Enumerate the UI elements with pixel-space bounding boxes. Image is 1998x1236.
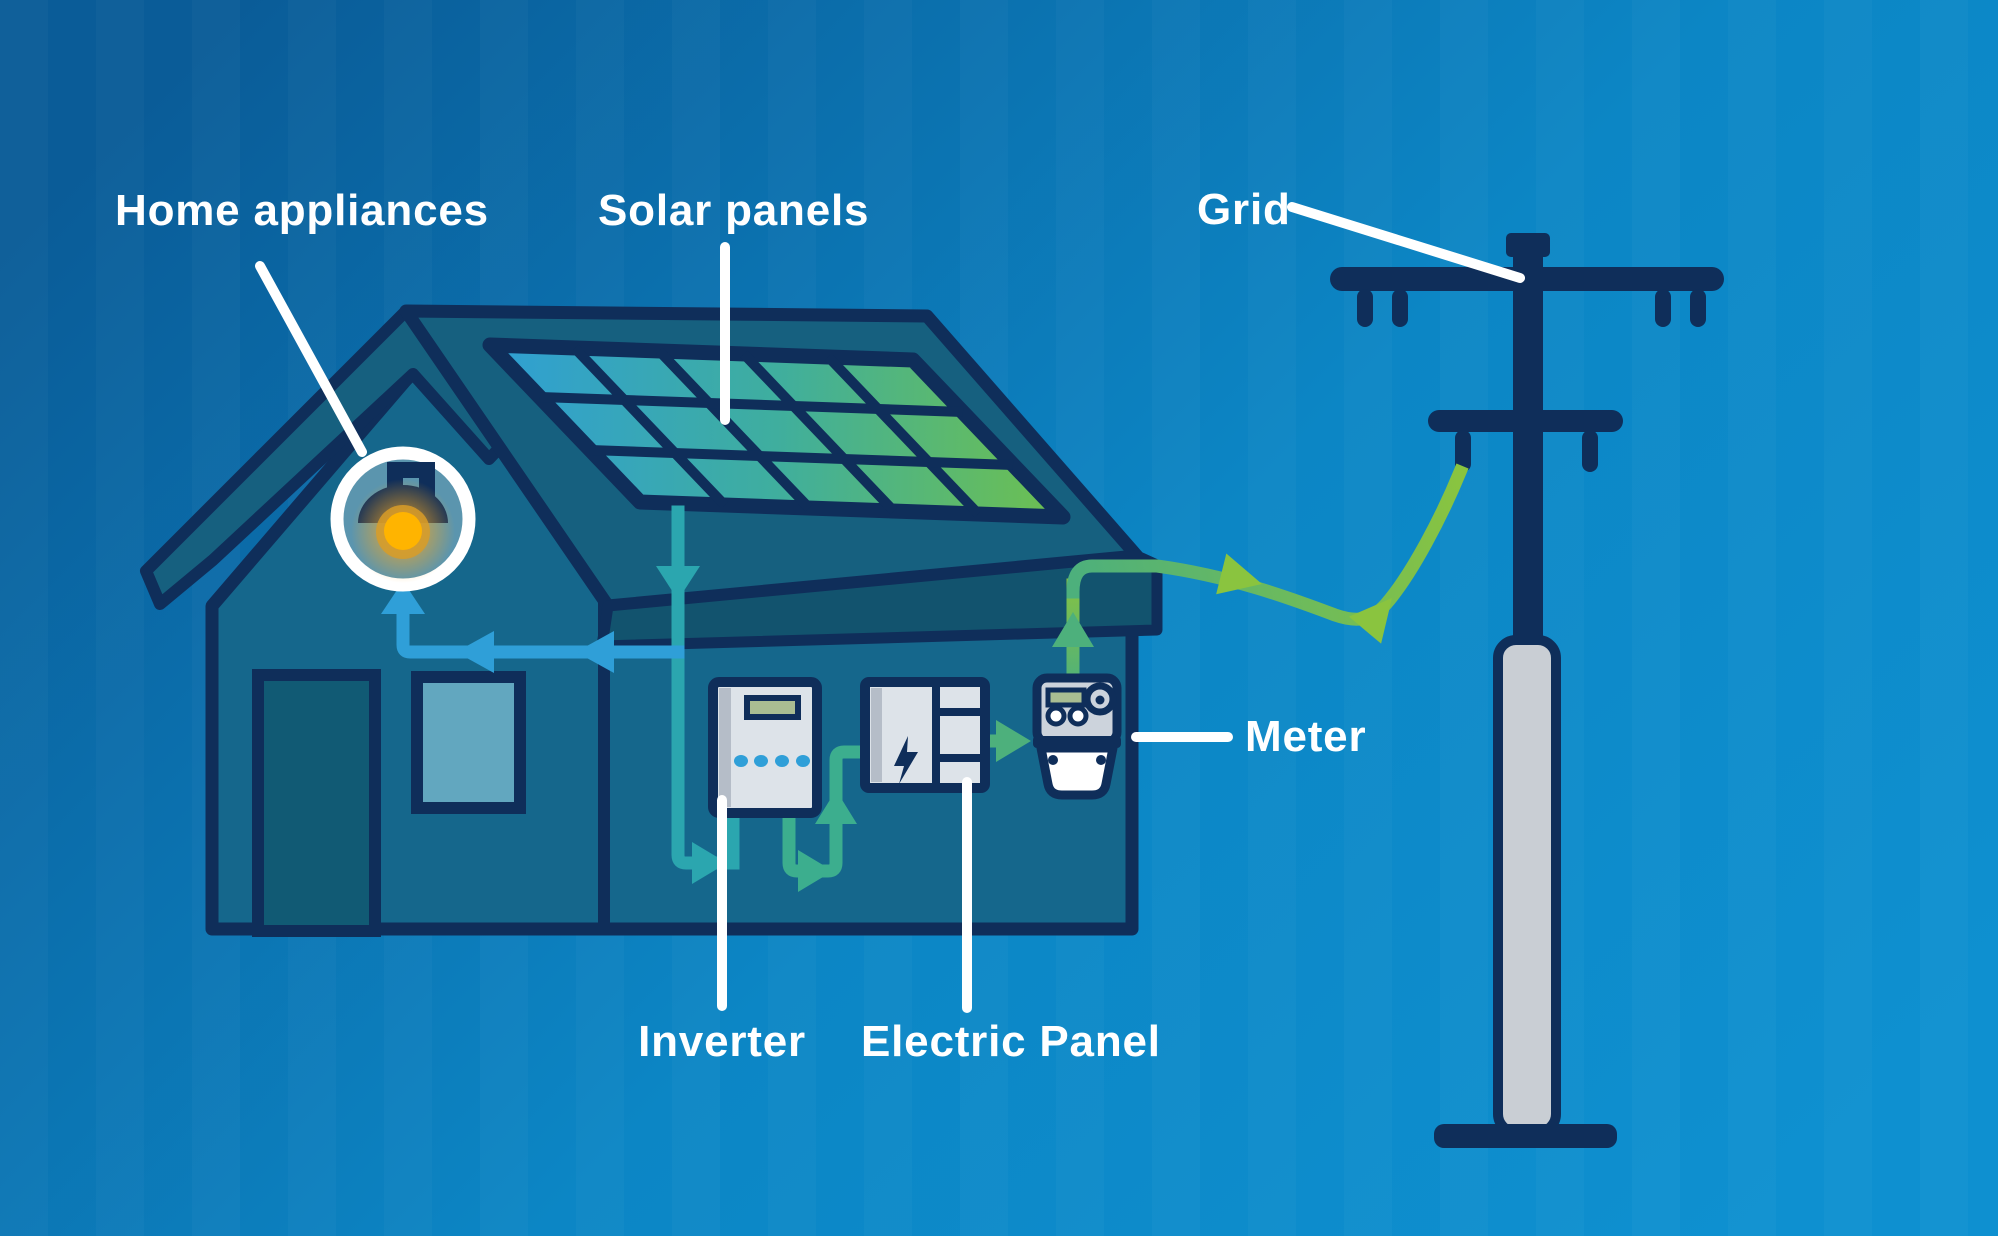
label-inverter: Inverter bbox=[638, 1017, 806, 1066]
label-solar-panels: Solar panels bbox=[598, 186, 869, 235]
flow-to-appliances bbox=[396, 605, 685, 659]
arrow-down-icon bbox=[656, 566, 700, 600]
pole-insulator bbox=[1455, 430, 1471, 472]
label-home-appliances: Home appliances bbox=[115, 186, 489, 235]
pole-insulator bbox=[1357, 289, 1373, 327]
arrow-up-right-icon bbox=[1348, 598, 1392, 644]
arrow-right-icon bbox=[692, 842, 727, 884]
arrow-up-icon bbox=[815, 790, 857, 824]
solar-panel-surface bbox=[482, 337, 1071, 525]
arrow-right-icon bbox=[996, 720, 1031, 762]
solar-panel-gridlines bbox=[539, 344, 1014, 518]
pole-base-column bbox=[1493, 635, 1561, 1137]
label-electric-panel: Electric Panel bbox=[861, 1017, 1161, 1066]
meter-barrel-dot bbox=[1048, 755, 1058, 765]
utility-pole bbox=[1330, 233, 1724, 1148]
pole-insulator bbox=[1655, 289, 1671, 327]
lightning-bolt-icon bbox=[894, 736, 918, 784]
arrow-left-icon bbox=[576, 631, 614, 673]
callout-lines bbox=[255, 202, 1525, 1013]
flow-inverter-to-panel bbox=[782, 745, 869, 878]
arrow-right-icon bbox=[798, 850, 833, 892]
arrow-right-icon bbox=[1216, 553, 1262, 595]
meter-knob bbox=[1067, 705, 1089, 727]
electric-panel-dividers bbox=[932, 684, 983, 786]
callout-grid bbox=[1287, 202, 1525, 283]
meter-dial-dot bbox=[1095, 695, 1105, 705]
pole-crossarm-lower bbox=[1428, 410, 1623, 432]
meter-barrel-dot bbox=[1096, 755, 1106, 765]
meter-device bbox=[1032, 673, 1122, 800]
home-appliances-lamp bbox=[330, 446, 476, 592]
inverter-device bbox=[708, 677, 822, 818]
electric-panel-side-strip bbox=[871, 688, 882, 782]
inverter-side-strip bbox=[719, 688, 731, 807]
inverter-display bbox=[744, 695, 801, 720]
label-meter: Meter bbox=[1245, 712, 1366, 761]
arrow-up-icon bbox=[1052, 612, 1094, 647]
pole-footing bbox=[1434, 1124, 1617, 1148]
door bbox=[252, 669, 381, 937]
arrow-left-icon bbox=[456, 631, 494, 673]
callout-home-appliances bbox=[255, 261, 367, 457]
label-grid: Grid bbox=[1197, 185, 1291, 234]
solar-panel-array bbox=[482, 337, 1071, 525]
flow-wire-to-grid bbox=[1066, 463, 1469, 626]
pole-crossarm-top bbox=[1330, 267, 1724, 291]
pole-insulator bbox=[1582, 430, 1598, 472]
bulb-icon bbox=[384, 512, 422, 550]
flow-panel-to-inverter bbox=[671, 505, 740, 870]
electric-panel-device bbox=[860, 677, 990, 793]
meter-display bbox=[1045, 687, 1087, 708]
meter-knob bbox=[1045, 705, 1067, 727]
electric-panel-body bbox=[860, 677, 990, 793]
window bbox=[411, 671, 526, 814]
pole-cap bbox=[1506, 233, 1550, 257]
energy-flows bbox=[381, 463, 1469, 892]
arrow-up-icon bbox=[381, 581, 425, 614]
inverter-status-lights bbox=[734, 755, 810, 767]
meter-barrel bbox=[1036, 743, 1118, 800]
pole-insulator bbox=[1392, 289, 1408, 327]
pole-insulator bbox=[1690, 289, 1706, 327]
